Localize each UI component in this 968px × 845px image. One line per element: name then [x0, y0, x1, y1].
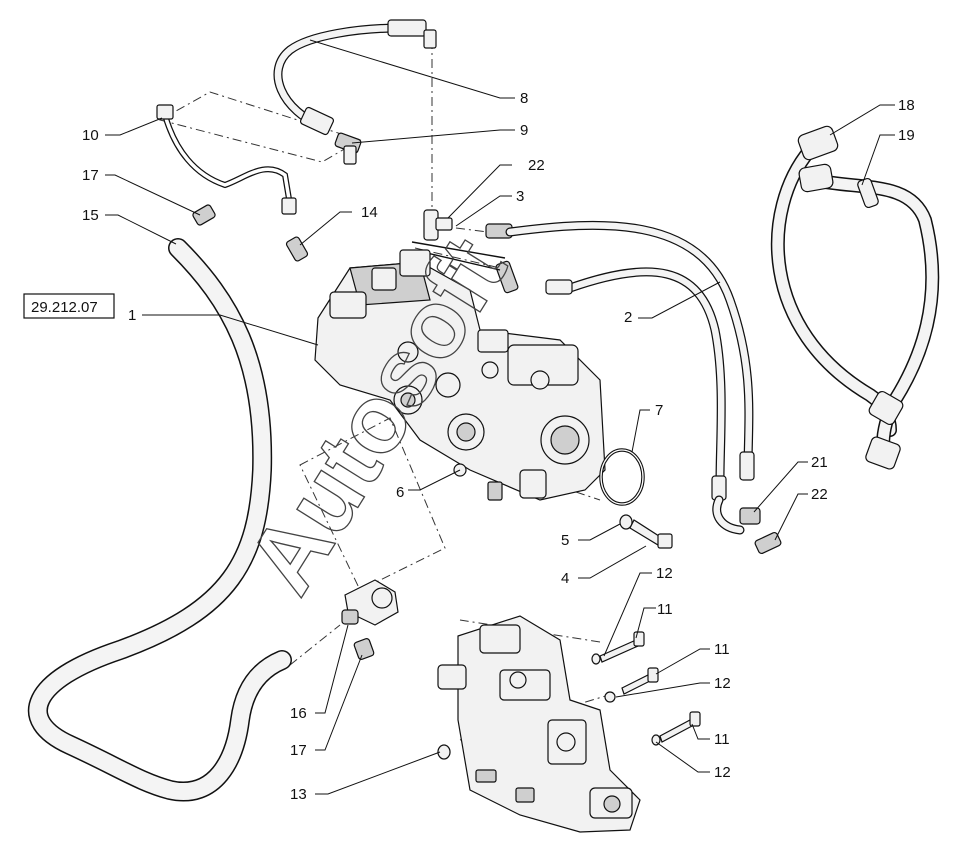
hose-8 [273, 19, 437, 136]
callout-22b: 22 [811, 486, 828, 503]
callout-7: 7 [655, 402, 663, 419]
reference-number: 29.212.07 [31, 299, 98, 316]
callout-21: 21 [811, 454, 828, 471]
callout-17b: 17 [290, 742, 307, 759]
reference-box: 29.212.07 [23, 293, 115, 319]
callout-8: 8 [520, 90, 528, 107]
callout-19: 19 [898, 127, 915, 144]
callout-11a: 11 [657, 601, 673, 618]
callout-16: 16 [290, 705, 307, 722]
callout-6: 6 [396, 484, 404, 501]
callout-9: 9 [520, 122, 528, 139]
callout-13: 13 [290, 786, 307, 803]
control-valve-block [437, 615, 641, 833]
callout-10: 10 [82, 127, 99, 144]
bolt-4-washer-5 [619, 514, 673, 549]
callout-3: 3 [516, 188, 524, 205]
hydraulic-pump-1 [314, 249, 606, 501]
hoses-18-19 [770, 125, 940, 470]
callout-12a: 12 [656, 565, 673, 582]
callout-numbers: 1 2 3 4 5 6 7 8 9 10 11 11 11 12 12 12 1… [82, 90, 915, 803]
callout-14: 14 [361, 204, 378, 221]
callout-11b: 11 [714, 641, 730, 658]
callout-18: 18 [898, 97, 915, 114]
callout-22a: 22 [528, 157, 545, 174]
callout-2: 2 [624, 309, 632, 326]
callout-11c: 11 [714, 731, 730, 748]
bolts-11-washers-12 [437, 631, 701, 760]
callout-17a: 17 [82, 167, 99, 184]
hoses-2-3 [411, 220, 782, 555]
pipe-10 [156, 104, 297, 215]
leader-lines [105, 39, 895, 795]
callout-12b: 12 [714, 675, 731, 692]
o-ring-7 [599, 448, 645, 506]
callout-5: 5 [561, 532, 569, 549]
callout-4: 4 [561, 570, 569, 587]
suction-hose-15 [27, 238, 292, 802]
callout-1: 1 [128, 307, 136, 324]
sensor-16 [341, 579, 399, 660]
callout-15: 15 [82, 207, 99, 224]
callout-12c: 12 [714, 764, 731, 781]
